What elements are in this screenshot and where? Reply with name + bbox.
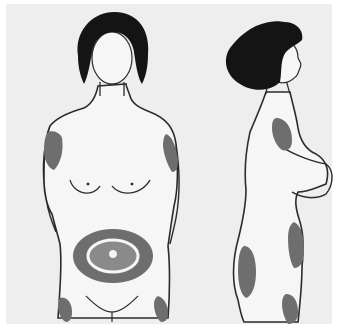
front-navel [109, 250, 117, 258]
front-right-nipple [131, 183, 134, 186]
front-left-nipple [87, 183, 90, 186]
front-face [92, 32, 132, 84]
